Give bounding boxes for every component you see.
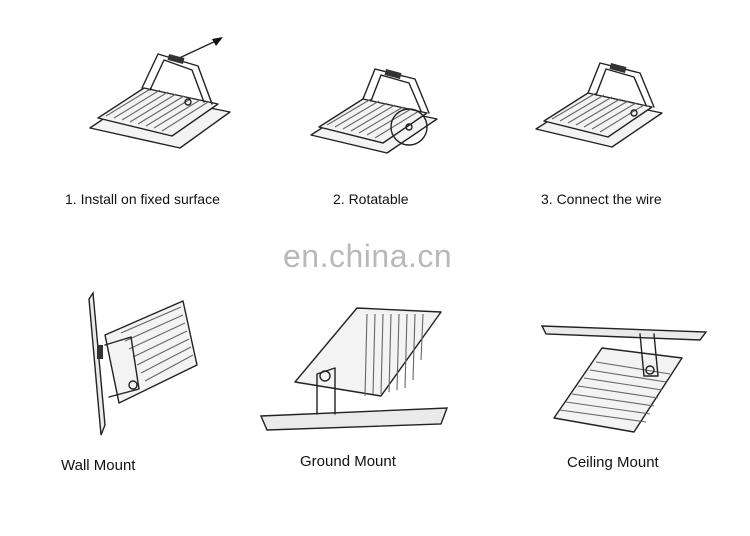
ceiling-mount-label: Ceiling Mount [567, 454, 659, 471]
step-1-illustration [80, 30, 250, 160]
floodlight-ceiling-drawing [540, 325, 708, 433]
step-2-illustration [305, 55, 455, 165]
floodlight-wall-drawing [88, 290, 198, 436]
wall-mount-illustration [75, 285, 215, 445]
ground-mount-illustration [255, 300, 455, 440]
floodlight-step1-drawing [89, 37, 231, 149]
step-3-illustration [530, 55, 680, 155]
step-1-label: 1. Install on fixed surface [65, 191, 220, 207]
ground-mount-label: Ground Mount [300, 453, 396, 470]
step-3-label: 3. Connect the wire [541, 191, 662, 207]
rotation-circle-icon [390, 108, 428, 146]
wall-mount-label: Wall Mount [61, 457, 136, 474]
floodlight-ground-drawing [259, 307, 449, 431]
step-2-label: 2. Rotatable [333, 191, 409, 207]
floodlight-step2-drawing [310, 68, 438, 154]
floodlight-step3-drawing [535, 62, 663, 148]
ceiling-mount-illustration [540, 318, 710, 438]
watermark-text: en.china.cn [283, 238, 453, 274]
